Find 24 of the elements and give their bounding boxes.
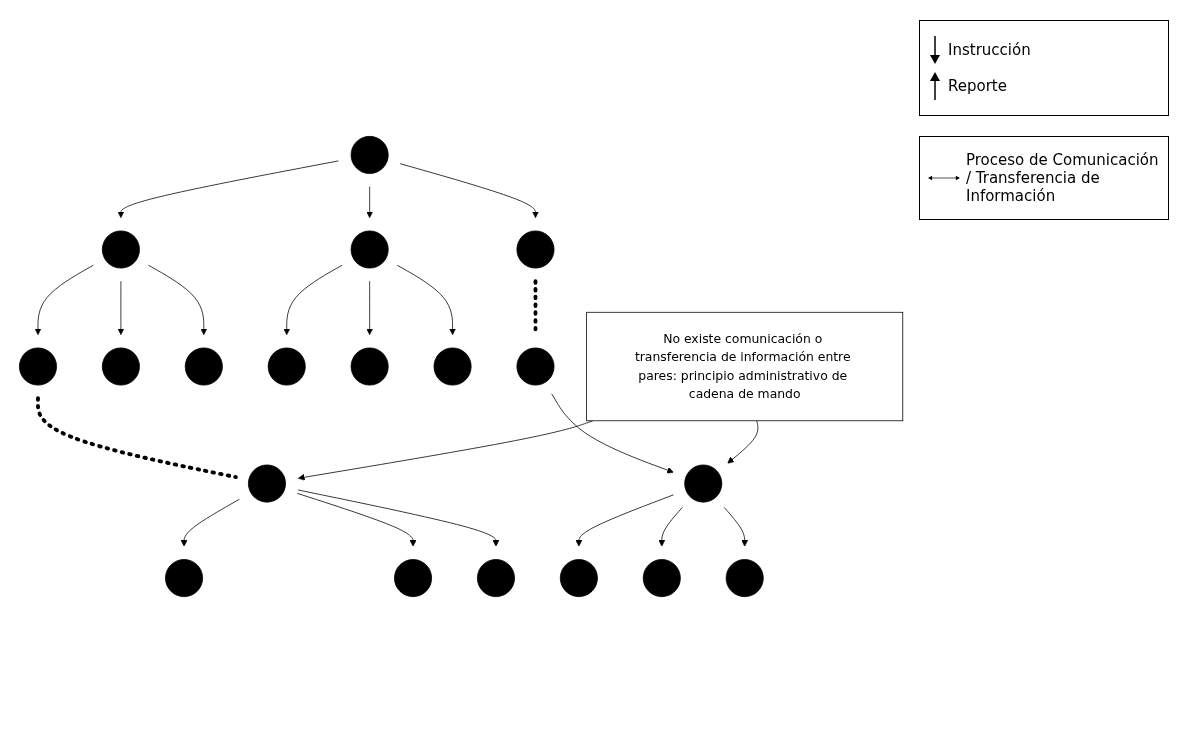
circle-node xyxy=(350,230,389,269)
circle-node xyxy=(101,230,140,269)
legend-text: Instrucción xyxy=(948,41,1031,59)
circle-node xyxy=(642,559,681,598)
circle-node xyxy=(101,347,140,386)
circle-node xyxy=(516,230,555,269)
legend-text: Proceso de Comunicación / Transferencia de Información xyxy=(965,151,1160,205)
circle-node xyxy=(725,559,764,598)
circle-node xyxy=(394,559,433,598)
circle-node xyxy=(559,559,598,598)
circle-node xyxy=(684,464,723,503)
circle-node xyxy=(433,347,472,386)
circle-node xyxy=(184,347,223,386)
legend-text: Reporte xyxy=(948,77,1007,95)
circle-node xyxy=(476,559,515,598)
connector xyxy=(36,396,238,479)
circle-node xyxy=(19,347,57,386)
circle-node xyxy=(350,135,389,174)
circle-node xyxy=(165,559,204,598)
circle-node xyxy=(350,347,389,386)
note-box: No existe comunicación o transferencia de información entre pares: principio administrativo de cadena de mando xyxy=(586,311,904,422)
circle-node xyxy=(267,347,306,386)
circle-node xyxy=(248,464,286,503)
circle-node xyxy=(516,347,555,386)
